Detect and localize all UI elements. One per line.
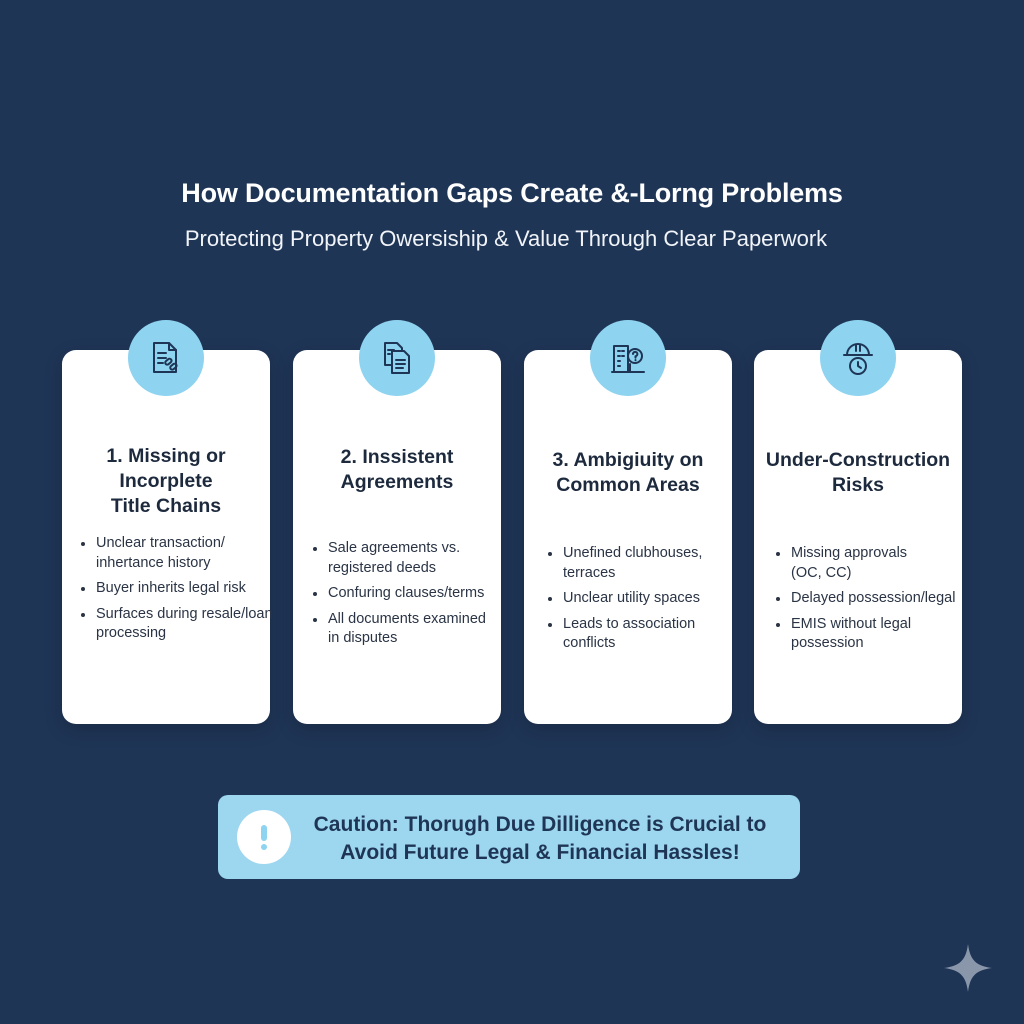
list-item: Missing approvals (OC, CC)	[773, 544, 958, 583]
list-item: Confuring clauses/terms	[310, 584, 510, 604]
card-title-chains: 1. Missing or Incorplete Title Chains Un…	[62, 320, 273, 724]
list-item: EMIS without legal possession	[773, 615, 958, 654]
list-item: Unclear utility spaces	[545, 589, 745, 609]
document-link-icon	[128, 320, 204, 396]
card-title: 1. Missing or Incorplete Title Chains	[106, 445, 226, 517]
card-points: Sale agreements vs. registered deeds Con…	[310, 539, 510, 655]
caution-text: Caution: Thorugh Due Dilligence is Cruci…	[313, 813, 767, 864]
card-title: 3. Ambigiuity on Common Areas	[552, 449, 704, 496]
documents-icon	[359, 320, 435, 396]
list-item: Buyer inherits legal risk	[78, 579, 278, 599]
card-points: Unclear transaction/ inhertance history …	[78, 534, 278, 650]
card-common-areas: 3. Ambigiuity on Common Areas Unefined c…	[524, 320, 732, 724]
list-item: Sale agreements vs. registered deeds	[310, 539, 510, 578]
card-title: Under-Construction Risks	[765, 449, 951, 496]
hardhat-clock-icon	[820, 320, 896, 396]
page-subtitle: Protecting Property Owersiship & Value T…	[184, 226, 828, 251]
list-item: Delayed possession/legal stand off	[773, 589, 958, 609]
card-under-construction: Under-Construction Risks Missing approva…	[754, 320, 962, 724]
card-title: 2. Inssistent Agreements	[340, 446, 454, 493]
page-title: How Documentation Gaps Create &-Lorng Pr…	[181, 178, 843, 208]
list-item: Unefined clubhouses, terraces	[545, 544, 745, 583]
card-agreements: 2. Inssistent Agreements Sale agreements…	[293, 320, 501, 724]
list-item: Unclear transaction/ inhertance history	[78, 534, 278, 573]
card-points: Missing approvals (OC, CC) Delayed posse…	[773, 544, 958, 660]
caution-banner: Caution: Thorugh Due Dilligence is Cruci…	[218, 795, 800, 879]
list-item: All documents examined in disputes	[310, 610, 510, 649]
sparkle-icon	[940, 940, 996, 996]
exclamation-icon	[237, 810, 291, 864]
list-item: Surfaces during resale/loan processing	[78, 605, 278, 644]
list-item: Leads to association conflicts	[545, 615, 745, 654]
card-points: Unefined clubhouses, terraces Unclear ut…	[545, 544, 745, 660]
building-question-icon	[590, 320, 666, 396]
